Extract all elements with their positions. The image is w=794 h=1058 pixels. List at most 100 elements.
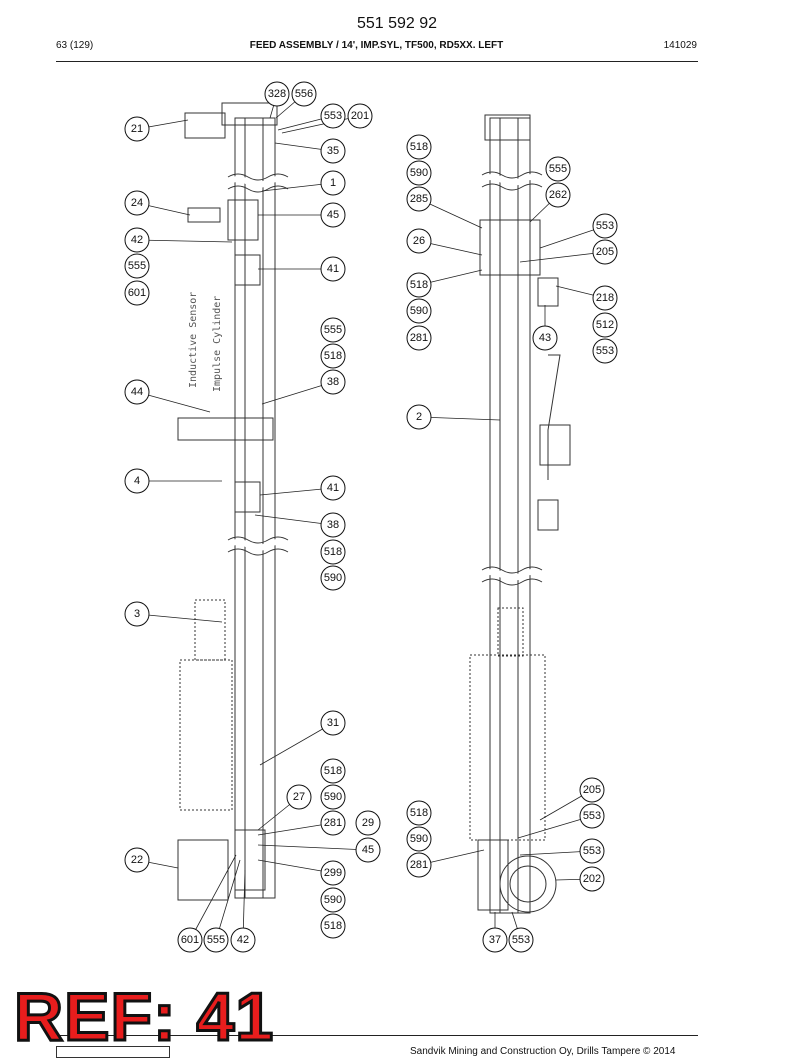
left-callout-29: 29 bbox=[355, 810, 381, 836]
svg-text:553: 553 bbox=[596, 345, 614, 357]
svg-text:512: 512 bbox=[596, 319, 614, 331]
svg-text:42: 42 bbox=[237, 934, 249, 946]
svg-text:553: 553 bbox=[583, 810, 601, 822]
right-callout-37: 37 bbox=[482, 927, 508, 953]
right-callout-518: 518 bbox=[406, 272, 432, 298]
left-callout-601: 601 bbox=[177, 927, 203, 953]
svg-text:38: 38 bbox=[327, 376, 339, 388]
right-callout-553: 553 bbox=[592, 338, 618, 364]
left-centralizer-44 bbox=[177, 417, 274, 441]
svg-text:518: 518 bbox=[324, 350, 342, 362]
left-leader-201 bbox=[281, 115, 361, 134]
page-title: FEED ASSEMBLY / 14', IMP.SYL, TF500, RD5… bbox=[249, 40, 504, 51]
right-callout-281: 281 bbox=[406, 325, 432, 351]
footer-divider bbox=[56, 1035, 698, 1036]
left-callout-590: 590 bbox=[320, 887, 346, 913]
svg-text:21: 21 bbox=[131, 123, 143, 135]
left-feed-top-block bbox=[221, 102, 278, 126]
left-callout-590: 590 bbox=[320, 784, 346, 810]
svg-text:3: 3 bbox=[134, 608, 140, 620]
left-callout-45: 45 bbox=[320, 202, 346, 228]
right-lower-cradle bbox=[477, 839, 509, 911]
svg-text:262: 262 bbox=[549, 189, 567, 201]
right-leader-553 bbox=[517, 815, 593, 839]
right-callout-590: 590 bbox=[406, 826, 432, 852]
left-sensor-block bbox=[234, 254, 261, 286]
svg-text:590: 590 bbox=[324, 791, 342, 803]
left-callout-601: 601 bbox=[124, 280, 150, 306]
right-callout-590: 590 bbox=[406, 298, 432, 324]
right-callout-2: 2 bbox=[406, 404, 432, 430]
left-callout-518: 518 bbox=[320, 539, 346, 565]
svg-text:281: 281 bbox=[324, 817, 342, 829]
right-callout-43: 43 bbox=[532, 325, 558, 351]
svg-text:41: 41 bbox=[327, 482, 339, 494]
svg-text:202: 202 bbox=[583, 873, 601, 885]
left-callout-21: 21 bbox=[124, 116, 150, 142]
svg-text:590: 590 bbox=[410, 167, 428, 179]
svg-text:328: 328 bbox=[268, 88, 286, 100]
svg-text:205: 205 bbox=[583, 784, 601, 796]
left-callout-42: 42 bbox=[230, 927, 256, 953]
svg-text:590: 590 bbox=[410, 305, 428, 317]
right-callout-553: 553 bbox=[579, 838, 605, 864]
svg-text:601: 601 bbox=[181, 934, 199, 946]
right-leader-2 bbox=[418, 416, 501, 421]
svg-text:518: 518 bbox=[324, 920, 342, 932]
left-callout-518: 518 bbox=[320, 758, 346, 784]
svg-text:555: 555 bbox=[207, 934, 225, 946]
left-callout-556: 556 bbox=[291, 81, 317, 107]
right-leader-205 bbox=[519, 251, 606, 263]
inductive-sensor-label: Inductive Sensor bbox=[188, 292, 199, 388]
right-callout-262: 262 bbox=[545, 182, 571, 208]
svg-text:281: 281 bbox=[410, 332, 428, 344]
ref-overlay: REF: 41 bbox=[12, 979, 275, 1055]
right-callout-281: 281 bbox=[406, 852, 432, 878]
svg-text:27: 27 bbox=[293, 791, 305, 803]
left-leader-44 bbox=[136, 391, 211, 413]
left-callout-41: 41 bbox=[320, 256, 346, 282]
left-rock-drill bbox=[179, 659, 233, 811]
left-leader-555 bbox=[215, 859, 241, 941]
svg-text:201: 201 bbox=[351, 110, 369, 122]
right-callout-518: 518 bbox=[406, 134, 432, 160]
left-callout-22: 22 bbox=[124, 847, 150, 873]
left-leader-601 bbox=[189, 854, 237, 941]
svg-text:555: 555 bbox=[128, 260, 146, 272]
svg-text:555: 555 bbox=[549, 163, 567, 175]
impulse-cylinder-label: Impulse Cylinder bbox=[212, 296, 223, 392]
svg-text:218: 218 bbox=[596, 292, 614, 304]
right-callout-518: 518 bbox=[406, 800, 432, 826]
svg-text:26: 26 bbox=[413, 235, 425, 247]
right-cradle-26 bbox=[479, 219, 541, 276]
right-bracket-upper bbox=[539, 424, 571, 466]
svg-text:45: 45 bbox=[362, 844, 374, 856]
left-callout-42: 42 bbox=[124, 227, 150, 253]
right-callout-285: 285 bbox=[406, 186, 432, 212]
right-callout-218: 218 bbox=[592, 285, 618, 311]
left-callout-201: 201 bbox=[347, 103, 373, 129]
page-count: 63 (129) bbox=[56, 40, 94, 51]
left-callout-553: 553 bbox=[320, 103, 346, 129]
left-callout-518: 518 bbox=[320, 343, 346, 369]
left-callout-555: 555 bbox=[203, 927, 229, 953]
left-hose-guide bbox=[184, 112, 226, 139]
left-callout-299: 299 bbox=[320, 860, 346, 886]
svg-text:555: 555 bbox=[324, 324, 342, 336]
document-number: 551 592 92 bbox=[356, 15, 438, 32]
left-lower-block-41 bbox=[234, 481, 261, 513]
svg-text:42: 42 bbox=[131, 234, 143, 246]
svg-text:590: 590 bbox=[324, 572, 342, 584]
right-hose-reel bbox=[499, 855, 557, 913]
svg-text:41: 41 bbox=[327, 263, 339, 275]
svg-text:4: 4 bbox=[134, 475, 140, 487]
svg-text:35: 35 bbox=[327, 145, 339, 157]
svg-text:29: 29 bbox=[362, 817, 374, 829]
svg-text:281: 281 bbox=[410, 859, 428, 871]
right-bracket-lower bbox=[537, 499, 559, 531]
right-callout-205: 205 bbox=[592, 239, 618, 265]
svg-text:518: 518 bbox=[410, 141, 428, 153]
right-callout-512: 512 bbox=[592, 312, 618, 338]
